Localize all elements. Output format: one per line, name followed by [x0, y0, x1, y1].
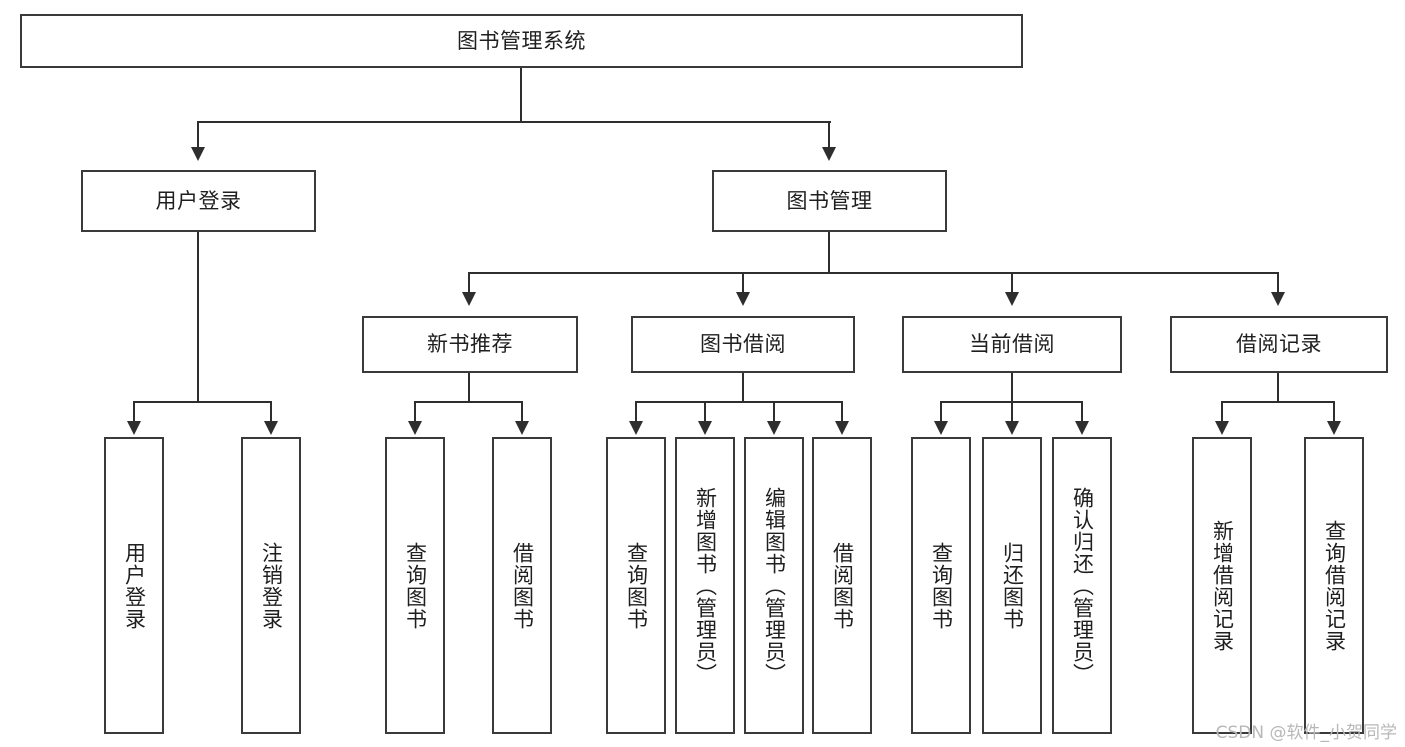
leaf-book-borrow-borrow[interactable]: 借阅图书	[812, 437, 872, 734]
arrow-root-to-book-manage	[822, 147, 836, 161]
edge-borrow-record-drop-1	[1221, 401, 1223, 423]
node-label: 查询图书	[929, 541, 954, 630]
node-book-management[interactable]: 图书管理	[712, 170, 947, 232]
node-label: 新增图书（管理员）	[693, 486, 718, 685]
node-label: 用户登录	[155, 188, 242, 213]
edge-book-manage-drop-4	[1277, 272, 1279, 294]
arrow-to-book-borrow	[736, 292, 750, 306]
node-label: 借阅图书	[830, 541, 855, 630]
edge-user-login-drop-1	[133, 401, 135, 423]
edge-borrow-record-trunk	[1277, 373, 1279, 402]
edge-book-borrow-drop-4	[841, 401, 843, 423]
node-label: 图书借阅	[700, 332, 786, 357]
arrow-book-borrow-leaf-1	[629, 421, 643, 435]
edge-book-borrow-bus	[636, 401, 843, 403]
arrow-root-to-user-login	[191, 147, 205, 161]
node-label: 确认归还（管理员）	[1070, 486, 1095, 685]
leaf-borrow-record-add[interactable]: 新增借阅记录	[1192, 437, 1252, 734]
node-root-system[interactable]: 图书管理系统	[20, 14, 1023, 68]
node-current-borrow[interactable]: 当前借阅	[902, 316, 1122, 373]
leaf-book-borrow-add[interactable]: 新增图书（管理员）	[675, 437, 735, 734]
arrow-book-borrow-leaf-4	[835, 421, 849, 435]
node-label: 当前借阅	[969, 332, 1055, 357]
edge-new-book-drop-2	[521, 401, 523, 423]
leaf-borrow-record-query[interactable]: 查询借阅记录	[1304, 437, 1364, 734]
edge-root-bus	[198, 121, 831, 123]
edge-current-borrow-trunk	[1011, 373, 1013, 402]
edge-new-book-drop-1	[414, 401, 416, 423]
edge-root-trunk	[520, 68, 522, 122]
edge-new-book-bus	[415, 401, 522, 403]
node-label: 新增借阅记录	[1210, 519, 1235, 652]
edge-book-borrow-drop-2	[704, 401, 706, 423]
node-label: 查询借阅记录	[1322, 519, 1347, 652]
arrow-to-borrow-record	[1271, 292, 1285, 306]
edge-user-login-trunk	[197, 232, 199, 402]
edge-book-borrow-drop-1	[635, 401, 637, 423]
edge-book-manage-drop-2	[742, 272, 744, 294]
leaf-current-borrow-confirm-return[interactable]: 确认归还（管理员）	[1052, 437, 1112, 734]
edge-root-to-user-login	[197, 121, 199, 149]
edge-root-to-book-manage	[828, 121, 830, 149]
leaf-new-book-query[interactable]: 查询图书	[385, 437, 445, 734]
node-label: 用户登录	[122, 541, 147, 630]
node-label: 查询图书	[403, 541, 428, 630]
arrow-new-book-leaf-2	[515, 421, 529, 435]
node-label: 编辑图书（管理员）	[762, 486, 787, 685]
node-label: 归还图书	[1000, 541, 1025, 630]
edge-current-borrow-drop-2	[1011, 401, 1013, 423]
arrow-current-borrow-leaf-3	[1075, 421, 1089, 435]
node-new-book-recommend[interactable]: 新书推荐	[362, 316, 578, 373]
node-book-borrow[interactable]: 图书借阅	[631, 316, 855, 373]
edge-borrow-record-drop-2	[1333, 401, 1335, 423]
leaf-book-borrow-query[interactable]: 查询图书	[606, 437, 666, 734]
node-label: 注销登录	[259, 541, 284, 630]
arrow-current-borrow-leaf-2	[1005, 421, 1019, 435]
edge-new-book-trunk	[468, 373, 470, 402]
arrow-book-borrow-leaf-3	[767, 421, 781, 435]
arrow-to-new-book-recommend	[462, 292, 476, 306]
arrow-book-borrow-leaf-2	[698, 421, 712, 435]
node-label: 查询图书	[624, 541, 649, 630]
edge-book-borrow-drop-3	[773, 401, 775, 423]
node-borrow-record[interactable]: 借阅记录	[1170, 316, 1388, 373]
edge-user-login-drop-2	[270, 401, 272, 423]
node-label: 借阅图书	[510, 541, 535, 630]
edge-book-manage-trunk	[828, 232, 830, 273]
arrow-user-login-leaf-2	[264, 421, 278, 435]
edge-current-borrow-drop-3	[1081, 401, 1083, 423]
csdn-watermark: CSDN @软件_小贺同学	[1215, 723, 1397, 743]
arrow-borrow-record-leaf-1	[1215, 421, 1229, 435]
node-label: 图书管理系统	[457, 28, 586, 53]
leaf-current-borrow-query[interactable]: 查询图书	[911, 437, 971, 734]
node-label: 新书推荐	[427, 332, 513, 357]
leaf-user-login-logout[interactable]: 注销登录	[241, 437, 301, 734]
leaf-book-borrow-edit[interactable]: 编辑图书（管理员）	[744, 437, 804, 734]
leaf-current-borrow-return[interactable]: 归还图书	[982, 437, 1042, 734]
node-label: 图书管理	[786, 188, 873, 213]
edge-user-login-bus	[134, 401, 271, 403]
edge-book-manage-bus	[469, 272, 1278, 274]
leaf-new-book-borrow[interactable]: 借阅图书	[492, 437, 552, 734]
arrow-new-book-leaf-1	[408, 421, 422, 435]
node-user-login[interactable]: 用户登录	[81, 170, 316, 232]
edge-book-manage-drop-3	[1011, 272, 1013, 294]
arrow-user-login-leaf-1	[127, 421, 141, 435]
arrow-to-current-borrow	[1005, 292, 1019, 306]
edge-book-manage-drop-1	[468, 272, 470, 294]
edge-book-borrow-trunk	[742, 373, 744, 402]
edge-current-borrow-drop-1	[940, 401, 942, 423]
edge-borrow-record-bus	[1222, 401, 1334, 403]
arrow-borrow-record-leaf-2	[1327, 421, 1341, 435]
leaf-user-login-login[interactable]: 用户登录	[104, 437, 164, 734]
node-label: 借阅记录	[1236, 332, 1322, 357]
arrow-current-borrow-leaf-1	[934, 421, 948, 435]
